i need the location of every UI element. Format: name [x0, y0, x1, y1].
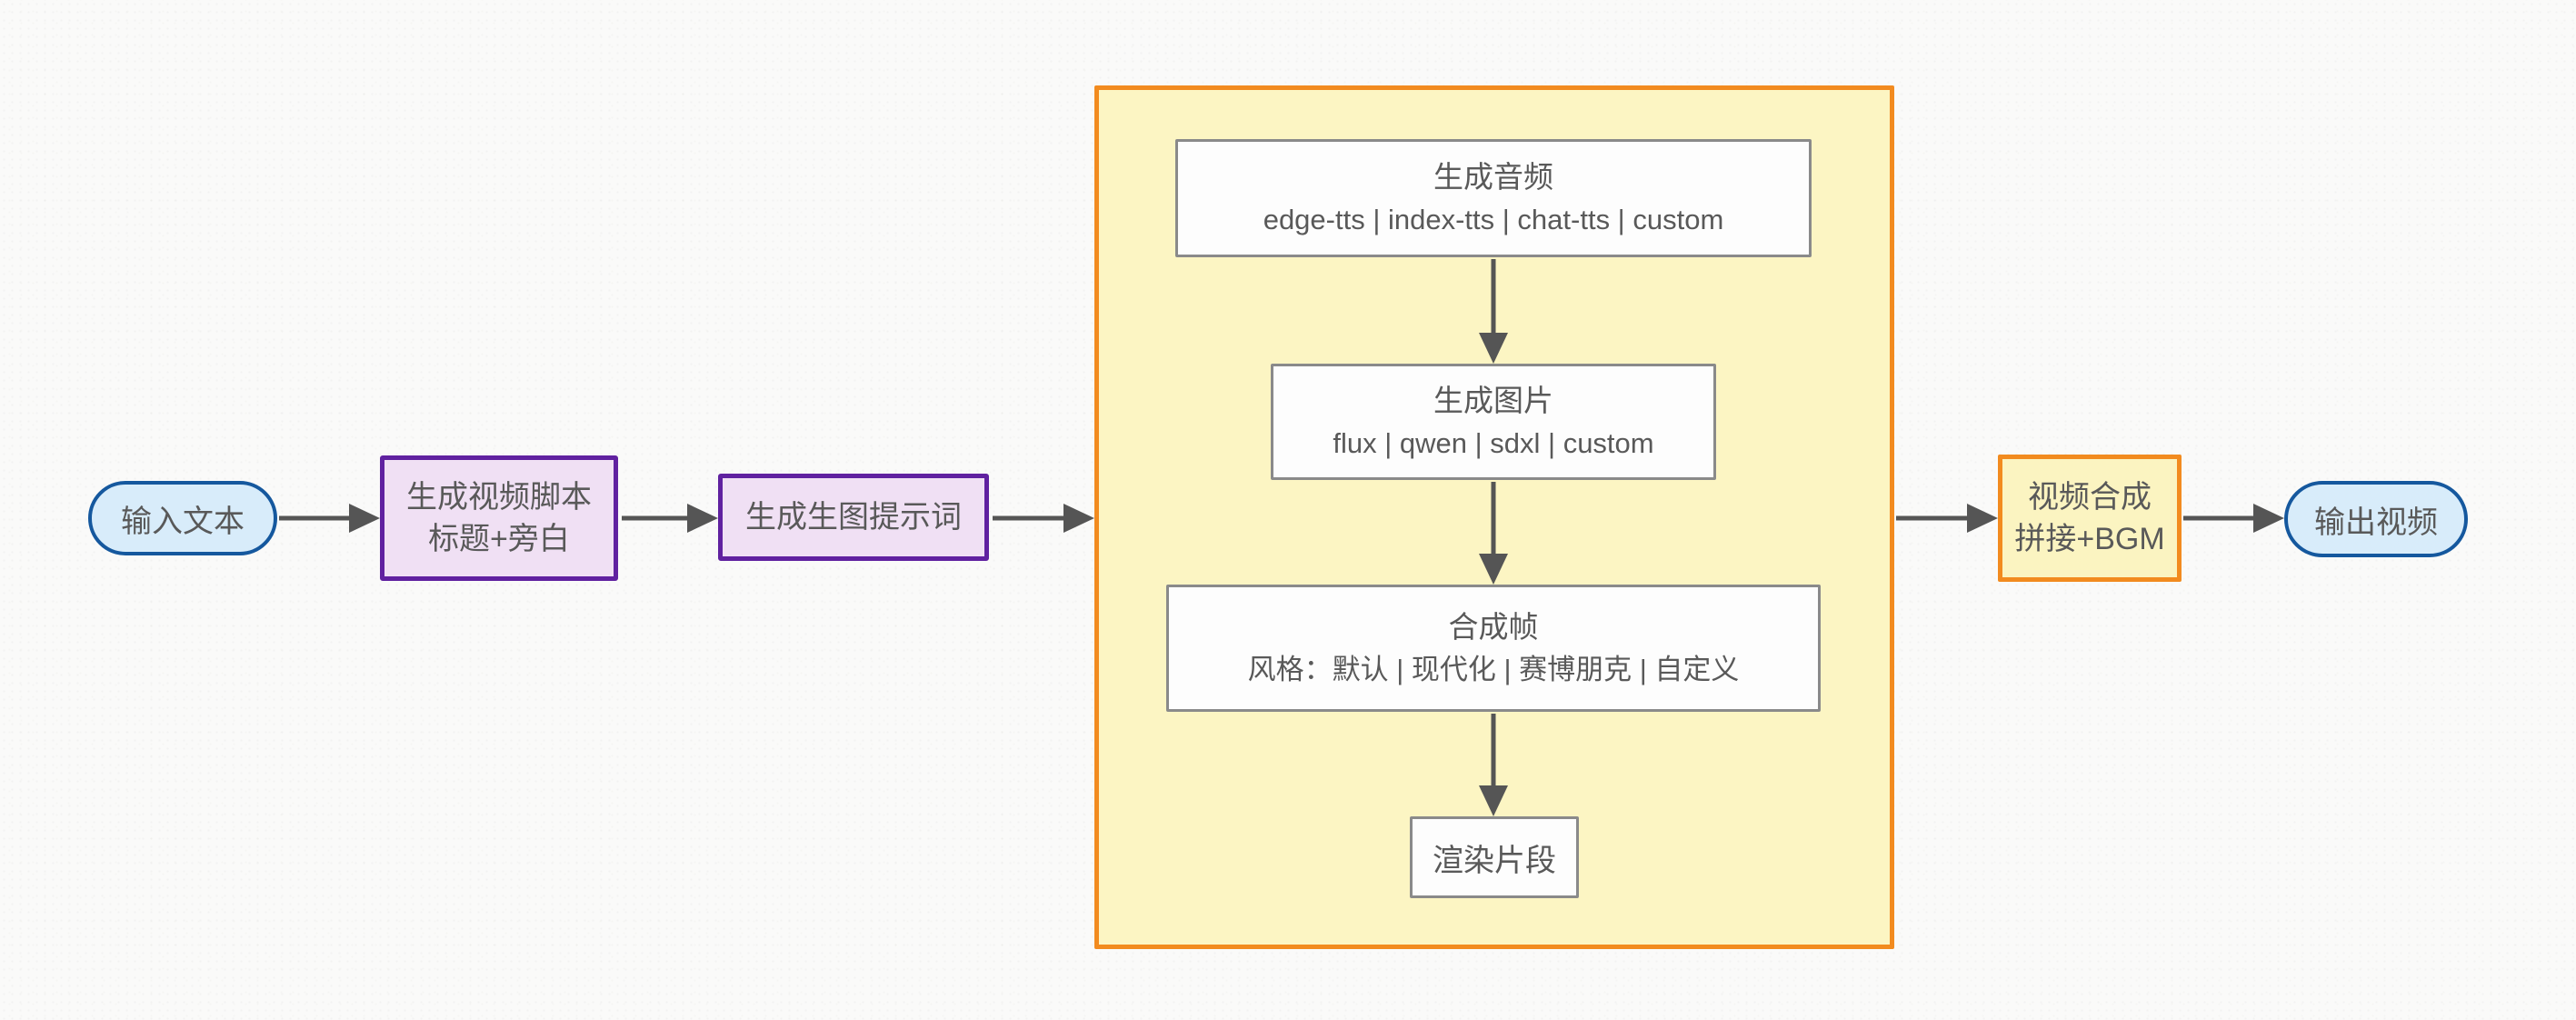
node-video-compose-line1: 视频合成 — [2028, 480, 2152, 515]
node-input-text-label: 输入文本 — [121, 504, 245, 539]
node-video-compose-line2: 拼接+BGM — [2014, 522, 2165, 556]
node-video-compose: 视频合成 拼接+BGM — [1998, 455, 2182, 582]
node-generate-script: 生成视频脚本 标题+旁白 — [380, 455, 618, 581]
node-generate-image: 生成图片 flux | qwen | sdxl | custom — [1271, 364, 1716, 480]
node-compose-frame: 合成帧 风格：默认 | 现代化 | 赛博朋克 | 自定义 — [1166, 585, 1821, 712]
node-generate-script-line2: 标题+旁白 — [428, 522, 570, 556]
node-render-clip-label: 渲染片段 — [1433, 843, 1556, 878]
node-compose-frame-title: 合成帧 — [1448, 610, 1539, 644]
node-generate-image-prompt: 生成生图提示词 — [718, 474, 989, 561]
node-compose-frame-options: 风格：默认 | 现代化 | 赛博朋克 | 自定义 — [1247, 654, 1740, 685]
arrow-script-to-prompt — [622, 504, 718, 533]
node-generate-audio: 生成音频 edge-tts | index-tts | chat-tts | c… — [1175, 139, 1812, 257]
node-output-video: 输出视频 — [2284, 481, 2468, 557]
arrow-subgraph-to-compose — [1896, 504, 1998, 533]
arrow-input-to-script — [279, 504, 380, 533]
node-generate-image-prompt-label: 生成生图提示词 — [745, 500, 962, 535]
arrow-compose-to-output — [2183, 504, 2284, 533]
arrow-prompt-to-subgraph — [993, 504, 1094, 533]
node-input-text: 输入文本 — [88, 481, 277, 555]
node-generate-image-options: flux | qwen | sdxl | custom — [1333, 427, 1654, 459]
node-render-clip: 渲染片段 — [1410, 816, 1579, 898]
node-output-video-label: 输出视频 — [2314, 505, 2438, 540]
node-generate-audio-title: 生成音频 — [1433, 160, 1553, 194]
node-generate-script-line1: 生成视频脚本 — [406, 480, 592, 515]
node-generate-image-title: 生成图片 — [1433, 384, 1553, 417]
node-generate-audio-options: edge-tts | index-tts | chat-tts | custom — [1263, 204, 1724, 235]
